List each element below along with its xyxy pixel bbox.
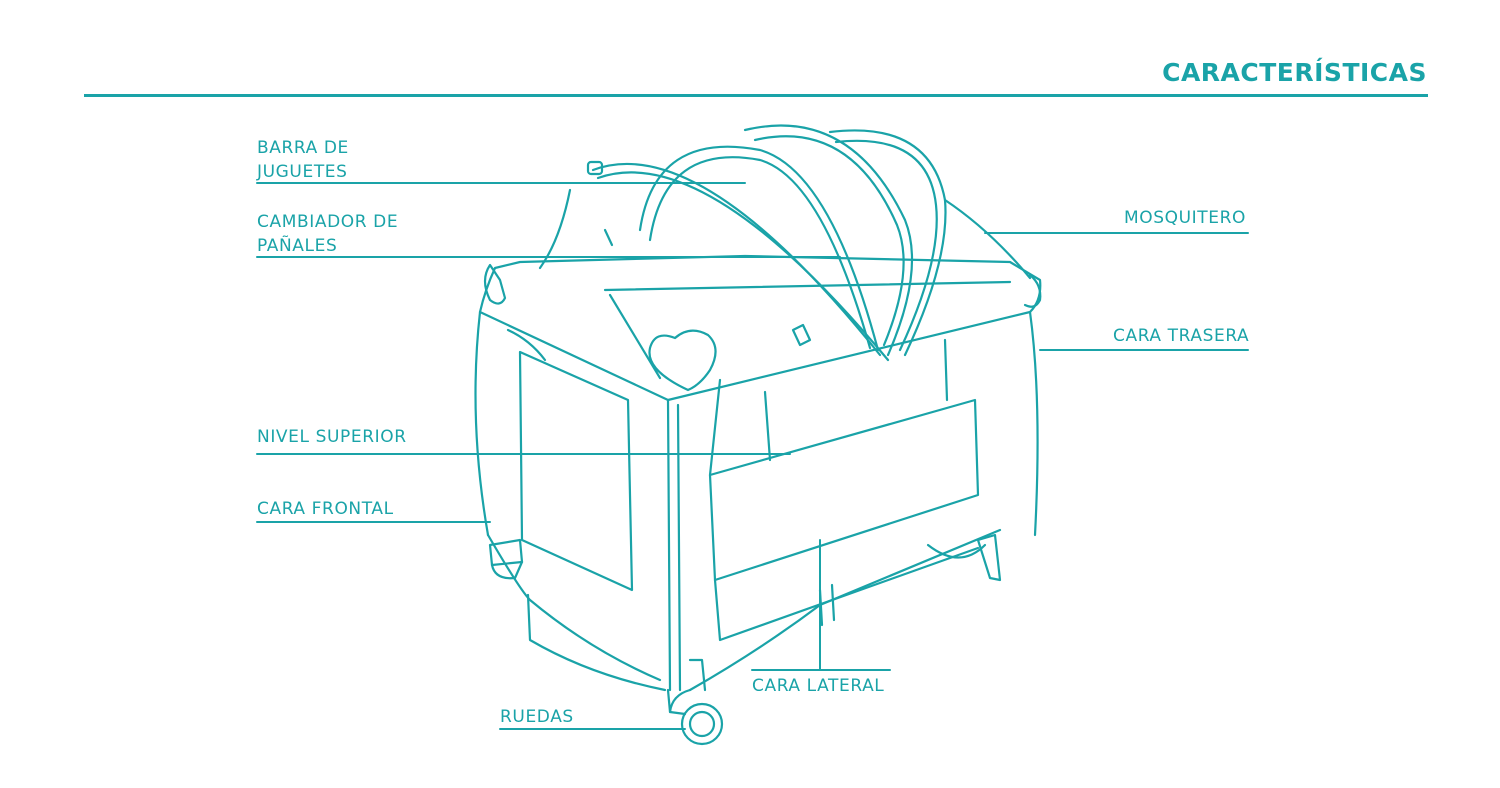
page-title: CARACTERÍSTICAS bbox=[1162, 58, 1427, 87]
corner-bumper bbox=[483, 263, 507, 305]
toy-bar-and-canopy bbox=[538, 124, 1032, 362]
wheel-icon bbox=[666, 658, 724, 746]
label-ruedas: RUEDAS bbox=[500, 707, 574, 727]
heart-pillow bbox=[648, 329, 717, 392]
label-nivel-superior: NIVEL SUPERIOR bbox=[257, 427, 407, 447]
label-cambiador-de-panales: CAMBIADOR DE PAÑALES bbox=[257, 212, 399, 256]
leader-lines bbox=[256, 182, 1249, 730]
label-mosquitero: MOSQUITERO bbox=[1124, 208, 1246, 228]
playard-feet bbox=[488, 533, 1002, 582]
corner-bumper-right bbox=[1023, 273, 1042, 308]
label-cara-frontal: CARA FRONTAL bbox=[257, 499, 394, 519]
label-barra-de-juguetes: BARRA DE JUGUETES bbox=[257, 138, 349, 182]
label-cara-trasera: CARA TRASERA bbox=[1113, 326, 1250, 346]
label-cara-lateral: CARA LATERAL bbox=[752, 676, 885, 696]
playard-frame bbox=[474, 254, 1042, 692]
header-divider bbox=[84, 94, 1428, 97]
